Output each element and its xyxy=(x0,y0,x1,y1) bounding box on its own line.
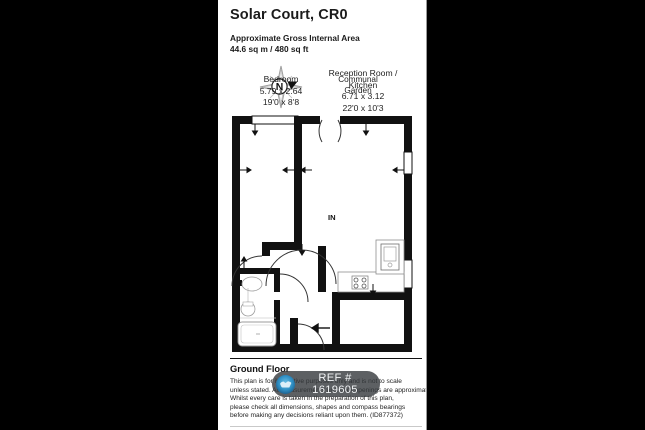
bedroom-name: Bedroom xyxy=(263,74,299,84)
disclaimer-line-4: please check all dimensions, shapes and … xyxy=(230,403,406,411)
reference-number: REF # 1619605 xyxy=(312,372,358,396)
toilet-icon xyxy=(240,301,256,317)
compass-rose-icon: N xyxy=(258,64,304,110)
area-value: 44.6 sq m / 480 sq ft xyxy=(230,44,309,54)
reception-name-line2: Kitchen xyxy=(348,79,378,90)
floor-plan-drawing xyxy=(218,112,427,360)
hob-icon xyxy=(351,275,369,290)
floor-name: Ground Floor xyxy=(230,364,290,374)
kitchen-sink-icon xyxy=(380,243,400,271)
communal-garden-label: Communal Garden xyxy=(338,75,378,95)
globe-logo-icon xyxy=(276,374,295,394)
entrance-arrow-icon xyxy=(310,322,330,334)
disclaimer-line-3: Whilst every care is taken in the prepar… xyxy=(230,395,394,403)
internal-walls xyxy=(232,116,326,352)
bathroom-fixtures xyxy=(237,276,277,347)
dimension-markers xyxy=(240,124,404,296)
area-heading: Approximate Gross Internal Area xyxy=(230,33,360,43)
reception-metric: 6.71 x 3.12 xyxy=(341,91,385,102)
bedroom-imperial: 19'0 x 8'8 xyxy=(262,97,300,108)
reception-imperial: 22'0 x 10'3 xyxy=(342,102,384,113)
room-label-reception-kitchen: Reception Room / Kitchen 6.71 x 3.12 22'… xyxy=(315,68,411,114)
page-title: Solar Court, CR0 xyxy=(230,7,348,23)
room-label-bedroom: Bedroom 5.79 x 2.64 19'0 x 8'8 xyxy=(238,74,324,109)
entrance-label: IN xyxy=(328,213,336,222)
kitchen-units xyxy=(337,239,405,293)
basin-icon xyxy=(241,276,263,292)
door-swings xyxy=(231,119,342,351)
disclaimer-line-5: before making any decisions reliant upon… xyxy=(230,412,404,420)
bathtub-icon xyxy=(237,321,277,347)
reference-watermark: REF # 1619605 xyxy=(272,371,380,397)
bedroom-metric: 5.79 x 2.64 xyxy=(259,85,303,96)
reception-name-line1: Reception Room / xyxy=(328,68,398,78)
exterior-walls xyxy=(232,115,413,352)
floorplan-document: Solar Court, CR0 Approximate Gross Inter… xyxy=(218,0,427,430)
svg-text:N: N xyxy=(276,82,284,93)
title-block: Solar Court, CR0 Approximate Gross Inter… xyxy=(230,6,420,55)
